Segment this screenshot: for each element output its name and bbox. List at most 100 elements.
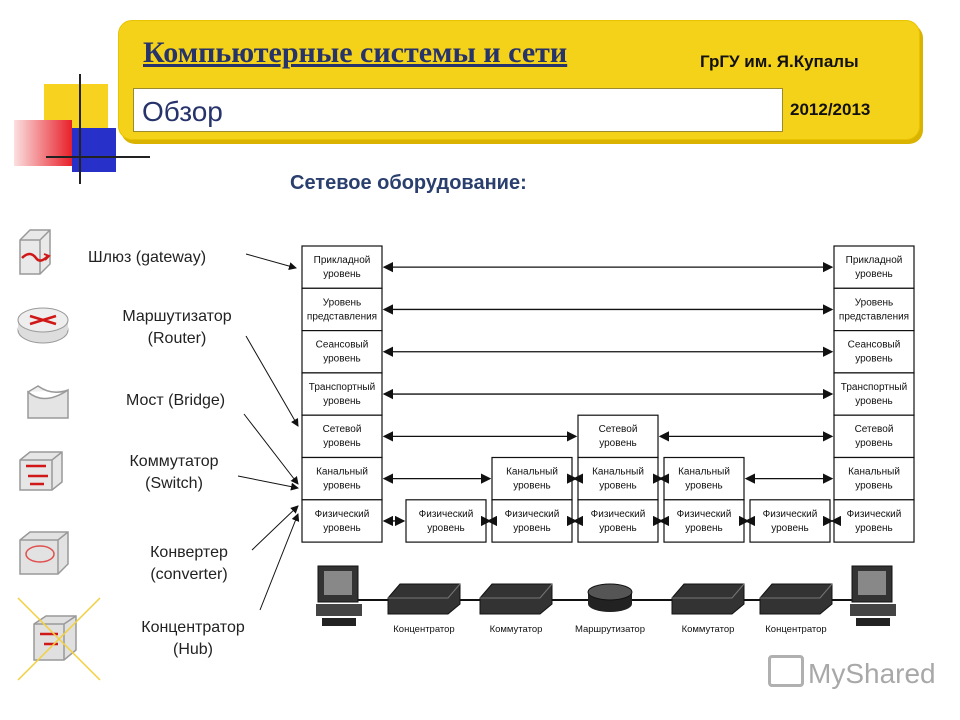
pointer-arrow-3 — [237, 475, 299, 491]
right-layer-6 — [833, 499, 915, 543]
mid3-layer-5 — [663, 456, 745, 501]
equipment-label-4: Концентратор — [765, 624, 826, 635]
left-layer-1-line1: Уровень — [323, 297, 362, 308]
left-layer-4-line1: Сетевой — [323, 424, 362, 435]
bridge-icon — [27, 385, 69, 419]
right-layer-4 — [833, 414, 915, 459]
mid2-layer-5-line2: уровень — [599, 481, 637, 492]
left-layer-3 — [301, 372, 383, 416]
left-layer-4 — [301, 414, 383, 459]
left-layer-5-line1: Канальный — [316, 467, 368, 478]
pointer-arrow-0 — [245, 253, 297, 270]
mid4-layer-6 — [749, 499, 831, 543]
right-layer-3 — [833, 372, 915, 416]
left-layer-6 — [301, 499, 383, 543]
hub-icon — [17, 597, 101, 681]
left-layer-5 — [301, 456, 383, 501]
mid2-layer-6-line1: Физический — [591, 509, 646, 520]
router-icon — [17, 307, 69, 344]
computer-right-icon — [850, 565, 896, 626]
right-layer-2-line1: Сеансовый — [848, 340, 901, 351]
deco-horizontal-line — [46, 156, 150, 158]
deco-vertical-line — [79, 74, 81, 184]
section-box — [133, 88, 783, 132]
mid2-layer-5 — [577, 456, 659, 501]
mid3-layer-5-line2: уровень — [685, 481, 723, 492]
router-label: Маршутизатор (Router) — [122, 308, 232, 347]
mid3-layer-6-line2: уровень — [685, 523, 723, 534]
right-layer-1 — [833, 287, 915, 332]
course-title: Компьютерные системы и сети — [143, 36, 568, 69]
left-layer-6-line1: Физический — [315, 509, 370, 520]
left-layer-4-line2: уровень — [323, 438, 361, 449]
left-layer-3-line1: Транспортный — [309, 382, 375, 393]
right-layer-5-line1: Канальный — [848, 467, 900, 478]
right-layer-4-line2: уровень — [855, 438, 893, 449]
mid1-layer-5-line2: уровень — [513, 481, 551, 492]
equipment-label-0: Концентратор — [393, 624, 454, 635]
switch-label: Коммутатор (Switch) — [129, 453, 219, 492]
right-layer-3-line1: Транспортный — [841, 382, 907, 393]
hub-device-icon — [387, 583, 461, 615]
university-name: ГрГУ им. Я.Купалы — [700, 52, 859, 71]
bridge-label: Мост (Bridge) — [126, 392, 226, 409]
switch-icon — [19, 451, 63, 491]
pointer-arrow-2 — [243, 413, 299, 485]
switch2-device-icon — [671, 583, 745, 615]
pointer-arrow-5 — [259, 513, 300, 611]
gateway-icon — [19, 229, 51, 275]
right-layer-2 — [833, 330, 915, 374]
watermark-logo-icon — [768, 655, 804, 687]
right-layer-6-line2: уровень — [855, 523, 893, 534]
academic-year: 2012/2013 — [790, 100, 871, 119]
left-layer-2 — [301, 330, 383, 374]
left-layer-0-line2: уровень — [323, 269, 361, 280]
right-layer-0-line2: уровень — [855, 269, 893, 280]
right-layer-1-line1: Уровень — [855, 297, 894, 308]
left-layer-6-line2: уровень — [323, 523, 361, 534]
right-layer-0-line1: Прикладной — [846, 255, 903, 266]
mid1-layer-6 — [491, 499, 573, 543]
right-layer-4-line1: Сетевой — [855, 424, 894, 435]
equipment-label-3: Коммутатор — [682, 624, 735, 635]
mid2-layer-6-line2: уровень — [599, 523, 637, 534]
left-layer-2-line1: Сеансовый — [316, 340, 369, 351]
left-layer-1-line2: представления — [307, 311, 377, 322]
pointer-arrow-1 — [245, 335, 299, 427]
right-layer-0 — [833, 245, 915, 289]
converter-icon — [19, 531, 69, 575]
mid0-layer-6-line1: Физический — [419, 509, 474, 520]
left-layer-0 — [301, 245, 383, 289]
slide-title: Сетевое оборудование: — [290, 172, 527, 194]
mid0-layer-6-line2: уровень — [427, 523, 465, 534]
mid2-layer-5-line1: Канальный — [592, 467, 644, 478]
left-layer-1 — [301, 287, 383, 332]
computer-left-icon — [316, 565, 362, 626]
mid0-layer-6 — [405, 499, 487, 543]
gateway-label: Шлюз (gateway) — [88, 249, 207, 266]
hub2-device-icon — [759, 583, 833, 615]
pointer-arrow-4 — [251, 505, 299, 551]
switch-device-icon — [479, 583, 553, 615]
right-layer-3-line2: уровень — [855, 396, 893, 407]
mid1-layer-5-line1: Канальный — [506, 467, 558, 478]
right-layer-5 — [833, 456, 915, 501]
right-layer-2-line2: уровень — [855, 354, 893, 365]
mid4-layer-6-line2: уровень — [771, 523, 809, 534]
right-layer-6-line1: Физический — [847, 509, 902, 520]
left-layer-3-line2: уровень — [323, 396, 361, 407]
mid3-layer-5-line1: Канальный — [678, 467, 730, 478]
section-title: Обзор — [142, 96, 223, 127]
mid2-layer-4-line2: уровень — [599, 438, 637, 449]
hub-label: Концентратор (Hub) — [141, 619, 245, 658]
watermark: MyShared — [768, 655, 936, 690]
left-layer-0-line1: Прикладной — [314, 255, 371, 266]
left-layer-2-line2: уровень — [323, 354, 361, 365]
mid3-layer-6-line1: Физический — [677, 509, 732, 520]
right-layer-5-line2: уровень — [855, 481, 893, 492]
mid2-layer-6 — [577, 499, 659, 543]
mid1-layer-6-line1: Физический — [505, 509, 560, 520]
deco-red-square — [14, 120, 72, 166]
mid2-layer-4 — [577, 414, 659, 459]
equipment-label-1: Коммутатор — [490, 624, 543, 635]
